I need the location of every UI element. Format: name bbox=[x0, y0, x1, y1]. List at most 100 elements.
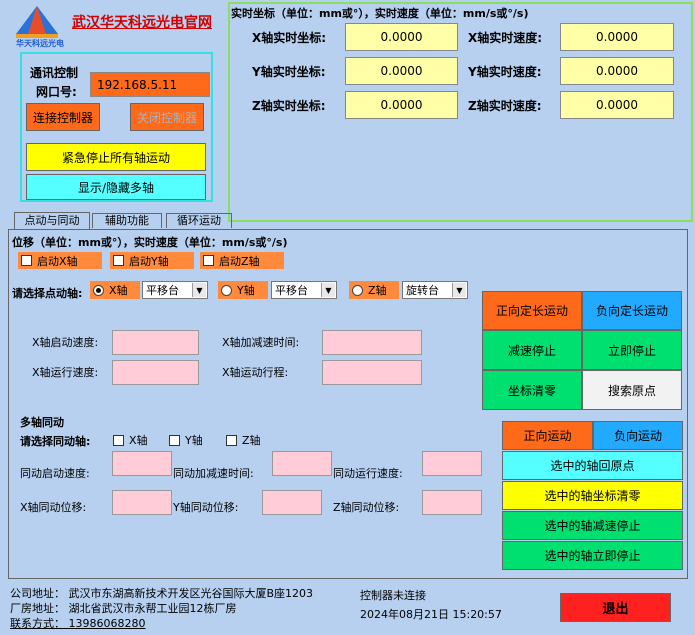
y-sync-disp-input[interactable] bbox=[262, 490, 322, 515]
x-speed-label: X轴实时速度: bbox=[468, 31, 543, 45]
negative-move-button[interactable]: 负向运动 bbox=[593, 421, 683, 450]
x-coord-value: 0.0000 bbox=[345, 23, 458, 51]
datetime: 2024年08月21日 15:20:57 bbox=[360, 608, 502, 621]
accel-time-label: X轴加减速时间: bbox=[222, 336, 300, 349]
z-stage-value: 旋转台 bbox=[406, 284, 439, 297]
radio-x-axis[interactable]: X轴 bbox=[90, 281, 140, 299]
y-coord-value: 0.0000 bbox=[345, 57, 458, 85]
tab-auxiliary[interactable]: 辅助功能 bbox=[92, 213, 162, 228]
sync-accel-time-input[interactable] bbox=[272, 451, 332, 476]
selected-axis-zero-button[interactable]: 选中的轴坐标清零 bbox=[502, 481, 683, 510]
negative-fixed-move-button[interactable]: 负向定长运动 bbox=[582, 291, 682, 330]
chevron-down-icon[interactable]: ▼ bbox=[192, 283, 206, 297]
sync-start-speed-label: 同动启动速度: bbox=[20, 467, 90, 480]
y-stage-value: 平移台 bbox=[275, 284, 308, 297]
enable-z-checkbox[interactable]: 启动Z轴 bbox=[200, 252, 284, 269]
radio-z-axis[interactable]: Z轴 bbox=[349, 281, 399, 299]
comm-label: 通讯控制 bbox=[30, 66, 79, 80]
decel-stop-button[interactable]: 减速停止 bbox=[482, 330, 582, 370]
radio-z-label: Z轴 bbox=[368, 284, 387, 297]
logo: 华天科远光电 bbox=[8, 4, 66, 50]
x-stage-select[interactable]: 平移台 ▼ bbox=[142, 281, 208, 299]
y-stage-select[interactable]: 平移台 ▼ bbox=[271, 281, 337, 299]
selected-axis-decel-stop-button[interactable]: 选中的轴减速停止 bbox=[502, 511, 683, 540]
travel-input[interactable] bbox=[322, 360, 422, 385]
select-sync-axis-label: 请选择同动轴: bbox=[20, 435, 91, 448]
z-coord-label: Z轴实时坐标: bbox=[252, 99, 326, 113]
z-speed-value: 0.0000 bbox=[560, 91, 674, 119]
selected-axis-instant-stop-button[interactable]: 选中的轴立即停止 bbox=[502, 541, 683, 570]
checkbox-box[interactable] bbox=[169, 434, 180, 446]
checkbox-box[interactable] bbox=[226, 434, 237, 446]
z-coord-value: 0.0000 bbox=[345, 91, 458, 119]
start-speed-input[interactable] bbox=[112, 330, 199, 355]
realtime-panel bbox=[228, 2, 693, 222]
sync-z-label: Z轴 bbox=[242, 434, 261, 447]
factory-address: 厂房地址： 湖北省武汉市永帮工业园12栋厂房 bbox=[10, 602, 237, 615]
toggle-multi-axis-button[interactable]: 显示/隐藏多轴 bbox=[26, 174, 206, 200]
z-stage-select[interactable]: 旋转台 ▼ bbox=[402, 281, 468, 299]
tab-jog[interactable]: 点动与同动 bbox=[14, 212, 90, 229]
accel-time-input[interactable] bbox=[322, 330, 422, 355]
radio-indicator[interactable] bbox=[221, 284, 232, 296]
z-sync-disp-input[interactable] bbox=[422, 490, 482, 515]
sync-z-checkbox[interactable]: Z轴 bbox=[226, 432, 261, 448]
connect-button[interactable]: 连接控制器 bbox=[26, 103, 100, 131]
connection-status: 控制器未连接 bbox=[360, 589, 426, 602]
website-link[interactable]: 武汉华天科远光电官网 bbox=[72, 15, 212, 31]
checkbox-box[interactable] bbox=[113, 255, 124, 266]
disconnect-button[interactable]: 关闭控制器 bbox=[130, 103, 204, 131]
instant-stop-button[interactable]: 立即停止 bbox=[582, 330, 682, 370]
realtime-title: 实时坐标（单位：mm或°），实时速度（单位：mm/s或°/s) bbox=[231, 7, 529, 20]
zero-coordinates-button[interactable]: 坐标清零 bbox=[482, 370, 582, 410]
logo-icon bbox=[16, 6, 58, 38]
sync-start-speed-input[interactable] bbox=[112, 451, 172, 476]
enable-x-checkbox[interactable]: 启动X轴 bbox=[18, 252, 102, 269]
positive-fixed-move-button[interactable]: 正向定长运动 bbox=[482, 291, 582, 330]
x-sync-disp-input[interactable] bbox=[112, 490, 172, 515]
x-sync-disp-label: X轴同动位移: bbox=[20, 501, 87, 514]
chevron-down-icon[interactable]: ▼ bbox=[321, 283, 335, 297]
search-origin-button[interactable]: 搜索原点 bbox=[582, 370, 682, 410]
run-speed-label: X轴运行速度: bbox=[32, 366, 99, 379]
tab-cycle[interactable]: 循环运动 bbox=[166, 213, 232, 228]
exit-button[interactable]: 退出 bbox=[560, 593, 671, 622]
sync-x-label: X轴 bbox=[129, 434, 148, 447]
sync-run-speed-input[interactable] bbox=[422, 451, 482, 476]
run-speed-input[interactable] bbox=[112, 360, 199, 385]
ip-input[interactable]: 192.168.5.11 bbox=[90, 72, 210, 97]
sync-x-checkbox[interactable]: X轴 bbox=[113, 432, 148, 448]
x-speed-value: 0.0000 bbox=[560, 23, 674, 51]
checkbox-box[interactable] bbox=[21, 255, 32, 266]
checkbox-box[interactable] bbox=[113, 434, 124, 446]
selected-axis-home-button[interactable]: 选中的轴回原点 bbox=[502, 451, 683, 480]
logo-text: 华天科远光电 bbox=[16, 39, 64, 48]
select-jog-axis-label: 请选择点动轴: bbox=[12, 287, 83, 300]
enable-y-checkbox[interactable]: 启动Y轴 bbox=[110, 252, 194, 269]
jog-subtitle: 位移（单位：mm或°），实时速度（单位：mm/s或°/s) bbox=[12, 236, 288, 249]
z-speed-label: Z轴实时速度: bbox=[468, 99, 542, 113]
z-sync-disp-label: Z轴同动位移: bbox=[333, 501, 400, 514]
company-address: 公司地址： 武汉市东湖高新技术开发区光谷国际大厦B座1203 bbox=[10, 587, 314, 600]
radio-indicator[interactable] bbox=[352, 284, 363, 296]
x-coord-label: X轴实时坐标: bbox=[252, 31, 327, 45]
emergency-stop-button[interactable]: 紧急停止所有轴运动 bbox=[26, 143, 206, 171]
y-coord-label: Y轴实时坐标: bbox=[252, 65, 326, 79]
multi-axis-title: 多轴同动 bbox=[20, 416, 64, 429]
radio-y-label: Y轴 bbox=[237, 284, 255, 297]
enable-z-label: 启动Z轴 bbox=[219, 254, 260, 268]
start-speed-label: X轴启动速度: bbox=[32, 336, 99, 349]
enable-y-label: 启动Y轴 bbox=[129, 254, 169, 268]
sync-accel-time-label: 同动加减速时间: bbox=[173, 467, 254, 480]
x-stage-value: 平移台 bbox=[146, 284, 179, 297]
enable-x-label: 启动X轴 bbox=[37, 254, 78, 268]
y-speed-label: Y轴实时速度: bbox=[468, 65, 542, 79]
radio-y-axis[interactable]: Y轴 bbox=[218, 281, 268, 299]
sync-run-speed-label: 同动运行速度: bbox=[333, 467, 403, 480]
sync-y-label: Y轴 bbox=[185, 434, 203, 447]
sync-y-checkbox[interactable]: Y轴 bbox=[169, 432, 203, 448]
checkbox-box[interactable] bbox=[203, 255, 214, 266]
positive-move-button[interactable]: 正向运动 bbox=[502, 421, 593, 450]
chevron-down-icon[interactable]: ▼ bbox=[452, 283, 466, 297]
radio-indicator[interactable] bbox=[93, 284, 104, 296]
